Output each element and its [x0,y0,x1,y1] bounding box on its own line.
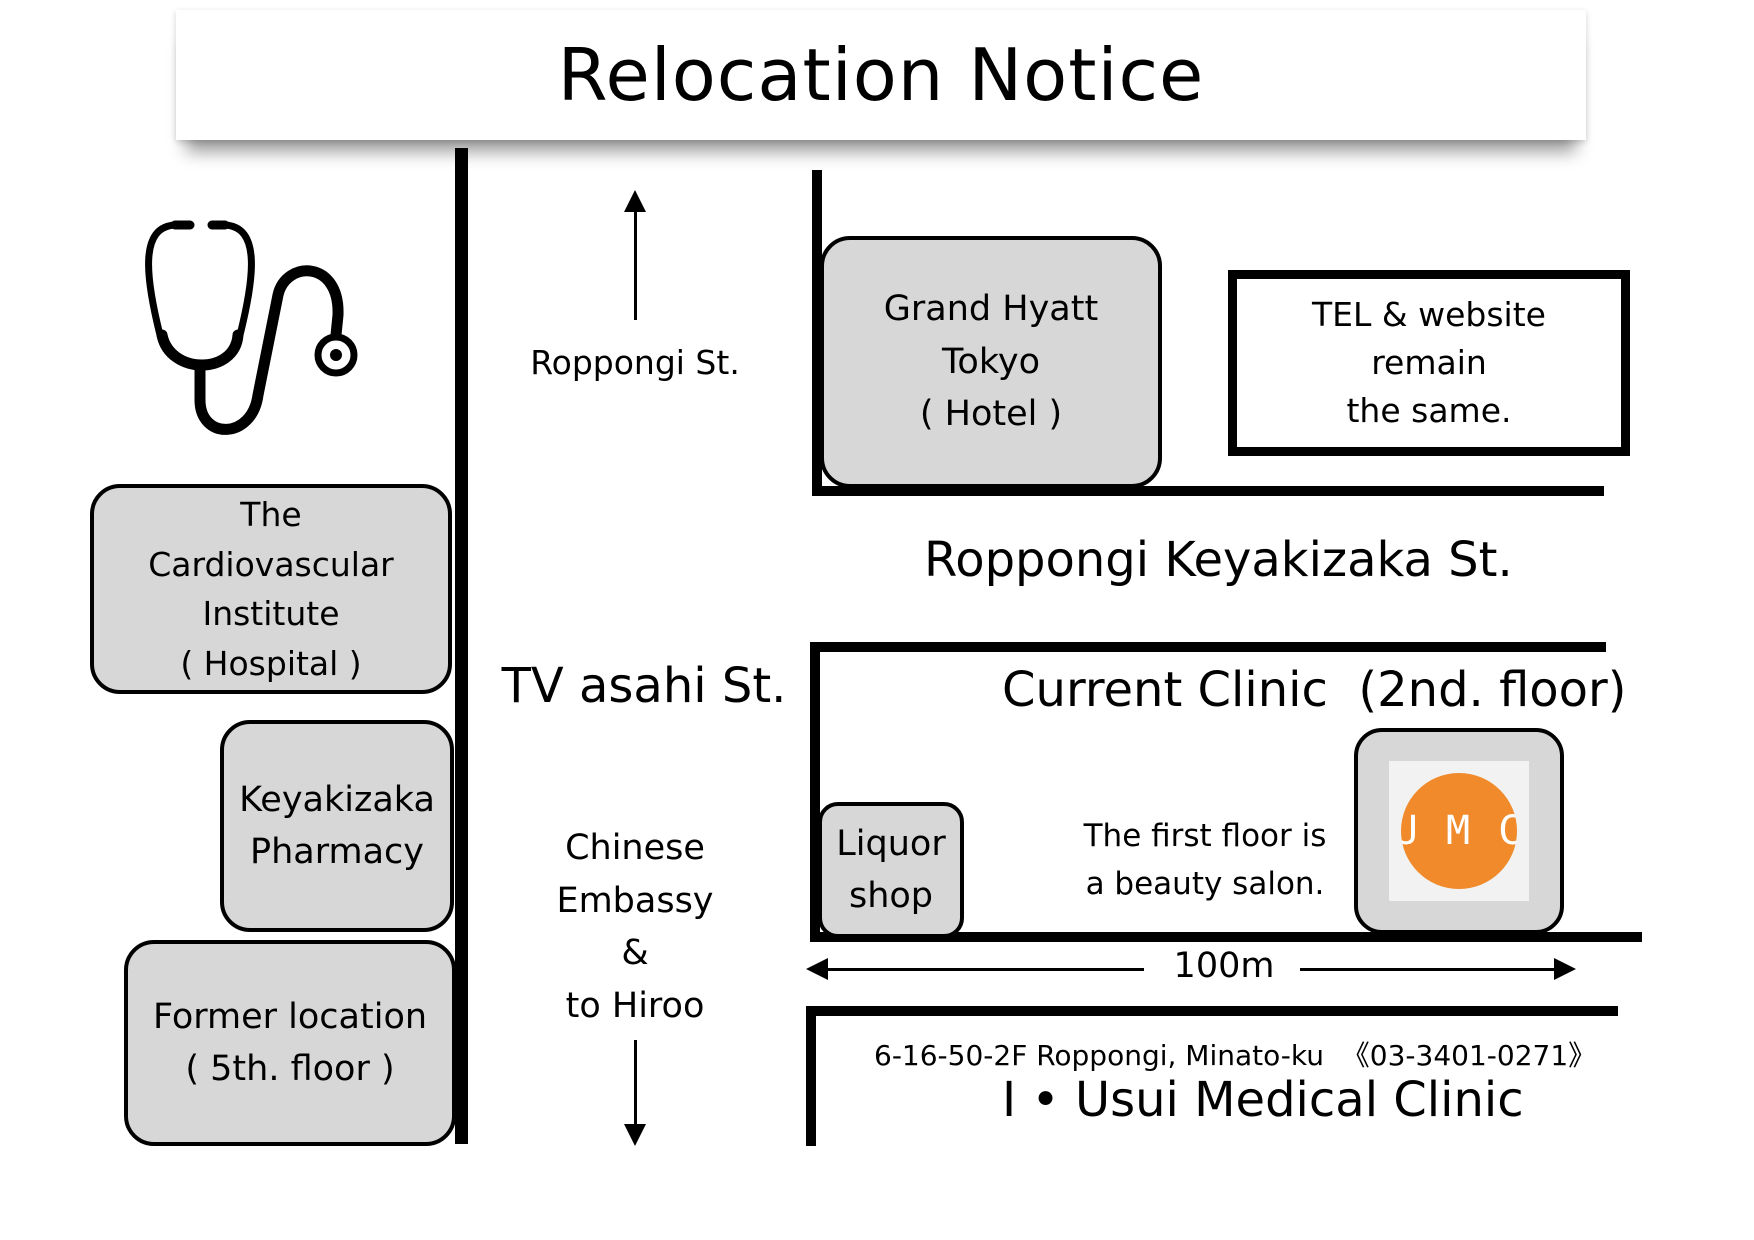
tv-asahi-street-label: TV asahi St. [501,658,787,714]
north-arrow-head [624,190,646,212]
former-line-1: Former location [152,996,428,1037]
pharmacy-line-2: Pharmacy [249,832,424,872]
liquor-shop-box: Liquor shop [818,802,964,938]
clinic-name: I • Usui Medical Clinic [1002,1072,1524,1128]
tel-line-2: remain [1371,343,1487,383]
cardiovascular-line-4: ( Hospital ) [180,643,362,683]
liquor-line-1: Liquor [836,823,946,864]
embassy-line-4: to Hiroo [565,985,705,1026]
cardiovascular-line-2: Cardiovascular [148,544,394,584]
hyatt-line-3: ( Hotel ) [919,394,1063,435]
pharmacy-line-1: Keyakizaka [239,779,435,820]
former-line-2: ( 5th. floor ) [185,1049,395,1089]
chinese-embassy-label: Chinese Embassy & to Hiroo [540,822,730,1032]
north-arrow-shaft [634,210,637,320]
umc-logo-circle: U M C [1401,773,1517,889]
beauty-line-2: a beauty salon. [1085,866,1325,903]
roppongi-street-label: Roppongi St. [530,343,740,382]
umc-logo: U M C [1389,761,1529,901]
lower-block-bottom-line [810,932,1642,942]
beauty-salon-note: The first floor is a beauty salon. [1060,812,1350,908]
current-clinic-label: Current Clinic (2nd. floor) [1002,662,1627,718]
page-title: Relocation Notice [557,33,1205,117]
tv-asahi-street-line [455,148,468,1144]
former-location-box: Former location ( 5th. floor ) [124,940,456,1146]
cardiovascular-line-1: The [240,495,302,534]
scale-arrow-left-head [806,958,828,980]
umc-logo-text: U M C [1401,808,1517,854]
scale-line-left [826,968,1144,971]
tel-notice-box: TEL & website remain the same. [1228,270,1630,456]
tel-line-3: the same. [1346,390,1512,430]
lower-block-top-line [810,642,1606,652]
south-arrow-shaft [634,1040,637,1140]
south-arrow-head [624,1124,646,1146]
liquor-line-2: shop [848,876,934,916]
hyatt-line-1: Grand Hyatt [883,289,1099,330]
cardiovascular-line-3: Institute [202,594,340,633]
keyakizaka-pharmacy-box: Keyakizaka Pharmacy [220,720,454,932]
scale-label: 100m [1173,946,1275,986]
upper-block-bottom-line [812,486,1604,496]
embassy-line-1: Chinese [565,828,705,868]
clinic-building-box: U M C [1354,728,1564,934]
upper-block-left-line [812,170,822,496]
grand-hyatt-box: Grand Hyatt Tokyo ( Hotel ) [820,236,1162,488]
beauty-line-1: The first floor is [1083,818,1327,854]
keyakizaka-street-label: Roppongi Keyakizaka St. [924,532,1513,588]
clinic-address: 6-16-50-2F Roppongi, Minato-ku 《03-3401-… [874,1039,1597,1072]
tel-line-1: TEL & website [1312,295,1546,335]
embassy-line-3: & [621,933,649,973]
hyatt-line-2: Tokyo [941,341,1040,382]
stethoscope-icon [145,220,358,435]
scale-line-right [1300,968,1556,971]
lower-block-left-line [810,642,820,942]
address-block-left-line [806,1006,816,1146]
cardiovascular-institute-box: The Cardiovascular Institute ( Hospital … [90,484,452,694]
embassy-line-2: Embassy [556,880,714,921]
title-banner: Relocation Notice [176,10,1586,140]
address-block-top-line [806,1006,1618,1016]
scale-arrow-right-head [1554,958,1576,980]
